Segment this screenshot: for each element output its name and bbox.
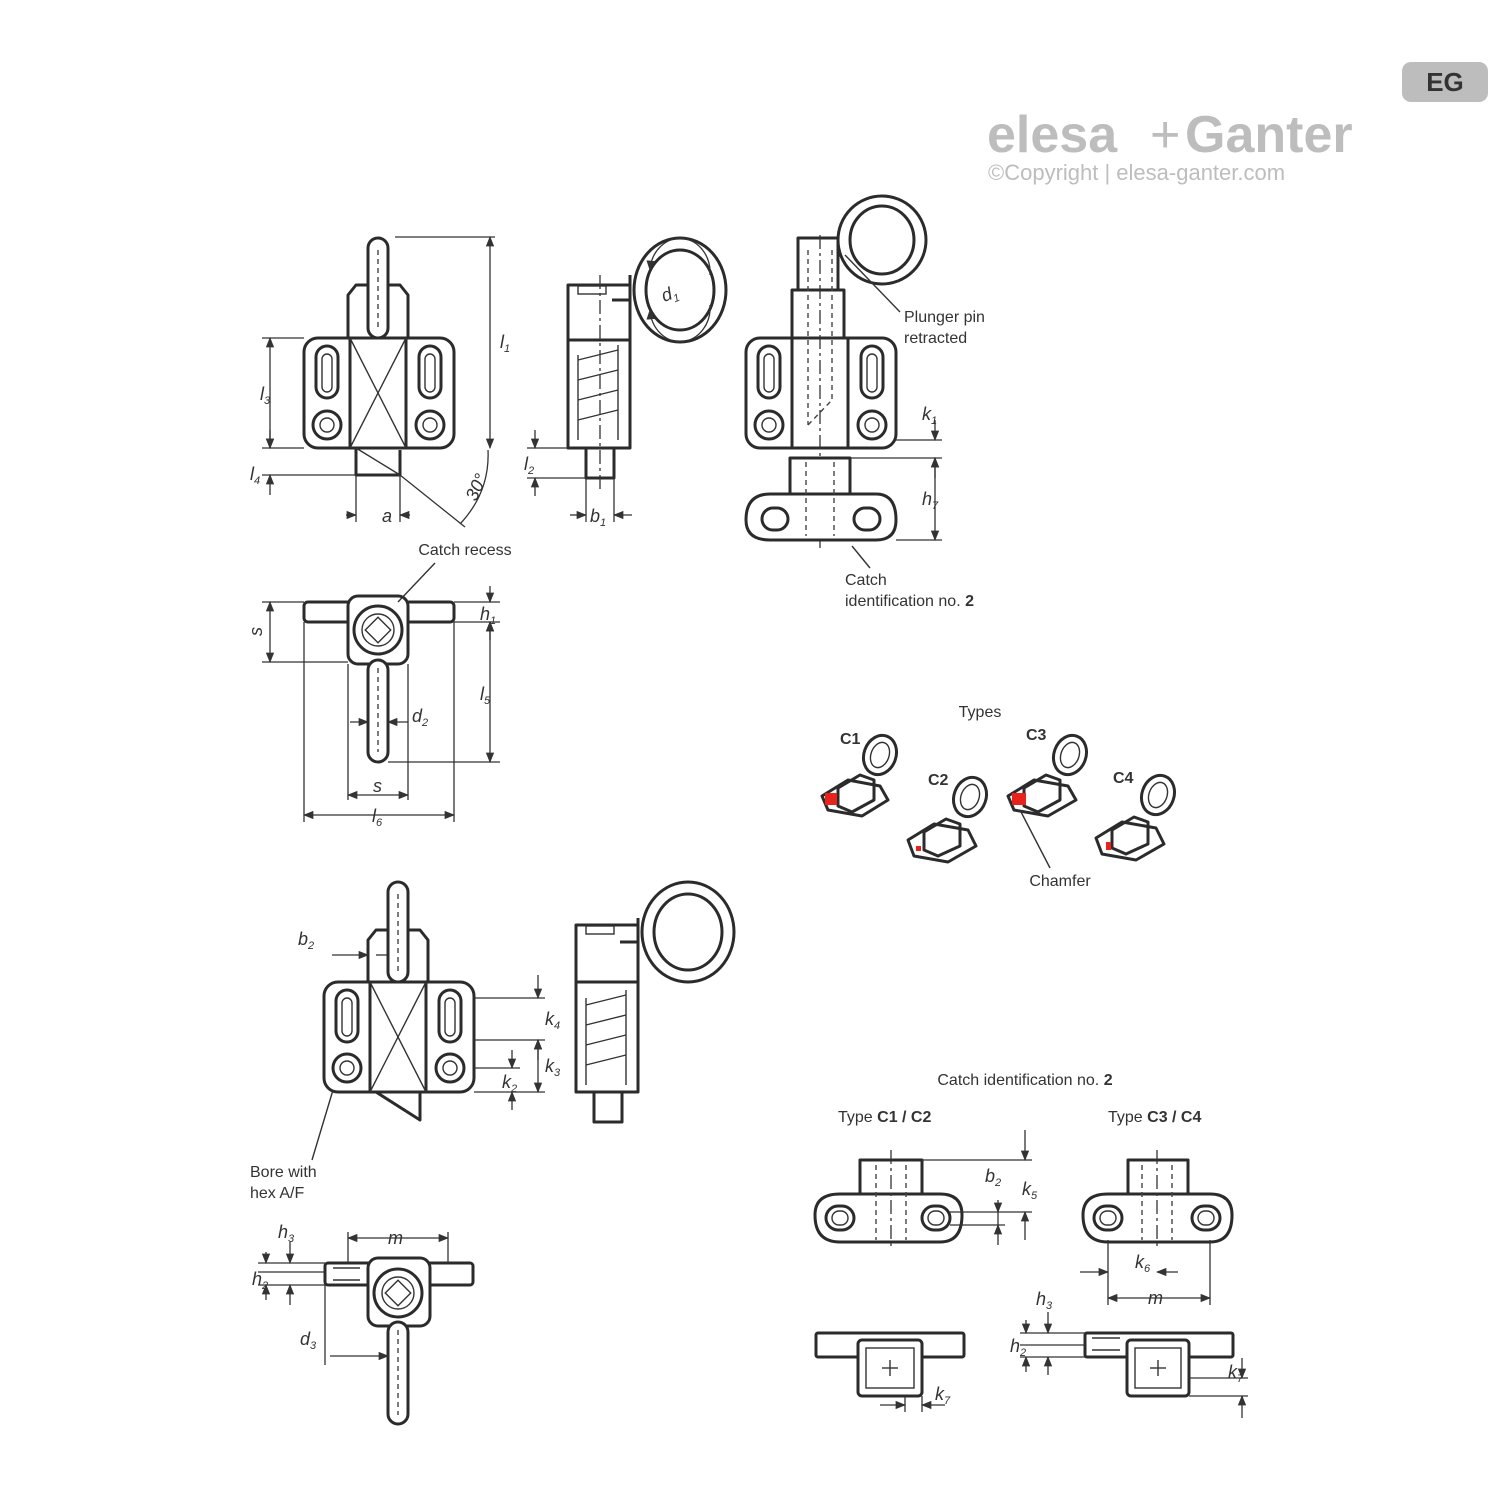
elesa-ganter-logo: EG elesa + Ganter ©Copyright | elesa-gan…	[987, 62, 1488, 185]
front-view-bottom: b2 k4 k3 k2 Bore with hex A/F	[250, 880, 561, 1202]
type-c1c2-title: Type C1 / C2	[838, 1109, 931, 1126]
dim-b2-catch: b2	[985, 1166, 1001, 1189]
dim-h7: h7	[922, 489, 939, 512]
dim-k5: k5	[1022, 1179, 1038, 1202]
dim-k7-c3c4: k7	[1228, 1362, 1244, 1385]
callout-plunger-pin-line2: retracted	[904, 330, 967, 347]
dim-l4: l4	[250, 464, 260, 487]
logo-brand-right: Ganter	[1185, 106, 1353, 164]
type-c3c4-title: Type C3 / C4	[1108, 1109, 1201, 1126]
type-c3-iso	[1006, 733, 1089, 818]
side-view-bottom	[574, 880, 736, 1124]
dim-b1: b1	[590, 506, 606, 529]
catch-identification-panel: Catch identification no. 2 Type C1 / C2 …	[813, 1072, 1248, 1418]
callout-chamfer: Chamfer	[1029, 873, 1091, 890]
dim-s-horizontal: s	[373, 776, 382, 796]
callout-bore-line1: Bore with	[250, 1164, 317, 1181]
catch-c3c4-top: h3 h2 k7	[1010, 1289, 1248, 1418]
dim-l1: l1	[500, 332, 510, 355]
type-c1-iso	[820, 733, 899, 818]
dim-l5: l5	[480, 684, 491, 707]
logo-copyright: ©Copyright | elesa-ganter.com	[988, 160, 1285, 185]
callout-catch-recess: Catch recess	[418, 542, 511, 559]
dim-d2: d2	[412, 706, 428, 729]
callout-catch-line2: identification no. 2	[845, 593, 974, 610]
catch-c3c4-front: k6 m	[1080, 1150, 1234, 1308]
dim-l2: l2	[524, 454, 534, 477]
catch-id-title: Catch identification no. 2	[937, 1072, 1112, 1089]
type-label-c4: C4	[1113, 770, 1134, 787]
dim-h1: h1	[480, 604, 496, 627]
logo-brand-plus: +	[1150, 106, 1180, 164]
catch-c1c2-top: k7	[814, 1331, 966, 1412]
dim-m-catch: m	[1148, 1288, 1163, 1308]
types-title: Types	[959, 704, 1002, 721]
front-view-top: l1 l3 l4 a 30°	[250, 235, 510, 528]
callout-bore-line2: hex A/F	[250, 1185, 304, 1202]
logo-badge-text: EG	[1426, 67, 1464, 97]
callout-catch-line1: Catch	[845, 572, 887, 589]
dim-b2: b2	[298, 929, 314, 952]
dim-h2-left: h2	[252, 1269, 268, 1292]
dim-l6: l6	[372, 806, 383, 829]
type-label-c2: C2	[928, 772, 949, 789]
side-view-top: d1 l2 b1	[524, 236, 728, 529]
type-label-c3: C3	[1026, 727, 1047, 744]
catch-c1c2-front: k5 b2	[813, 1130, 1038, 1250]
dim-s-vertical: s	[246, 627, 266, 636]
type-c4-iso	[1094, 773, 1177, 862]
dim-m-bottom-left: m	[388, 1228, 403, 1248]
logo-brand-left: elesa	[987, 106, 1118, 164]
dim-k4: k4	[545, 1009, 560, 1032]
dim-h3-catch: h3	[1036, 1289, 1053, 1312]
dim-k3: k3	[545, 1056, 561, 1079]
callout-plunger-pin-line1: Plunger pin	[904, 309, 985, 326]
dim-k2: k2	[502, 1072, 517, 1095]
dim-k6: k6	[1135, 1252, 1151, 1275]
dim-a: a	[382, 506, 392, 526]
type-c2-iso	[906, 775, 989, 864]
top-view: Catch recess s h1 l5 d2 s l6	[246, 542, 512, 829]
top-view-bottom: m h3 h2 d3	[252, 1222, 475, 1426]
dim-d3: d3	[300, 1329, 317, 1352]
dim-l3: l3	[260, 384, 271, 407]
dim-k7-c1c2: k7	[935, 1384, 951, 1407]
types-panel: Types C1 C2 C3	[820, 704, 1177, 890]
dim-h3-left: h3	[278, 1222, 295, 1245]
dim-k1: k1	[922, 404, 937, 427]
retracted-view: k1 h7 Plunger pin retracted Catch identi…	[744, 194, 985, 610]
dim-h2-catch: h2	[1010, 1336, 1026, 1359]
type-label-c1: C1	[840, 731, 861, 748]
